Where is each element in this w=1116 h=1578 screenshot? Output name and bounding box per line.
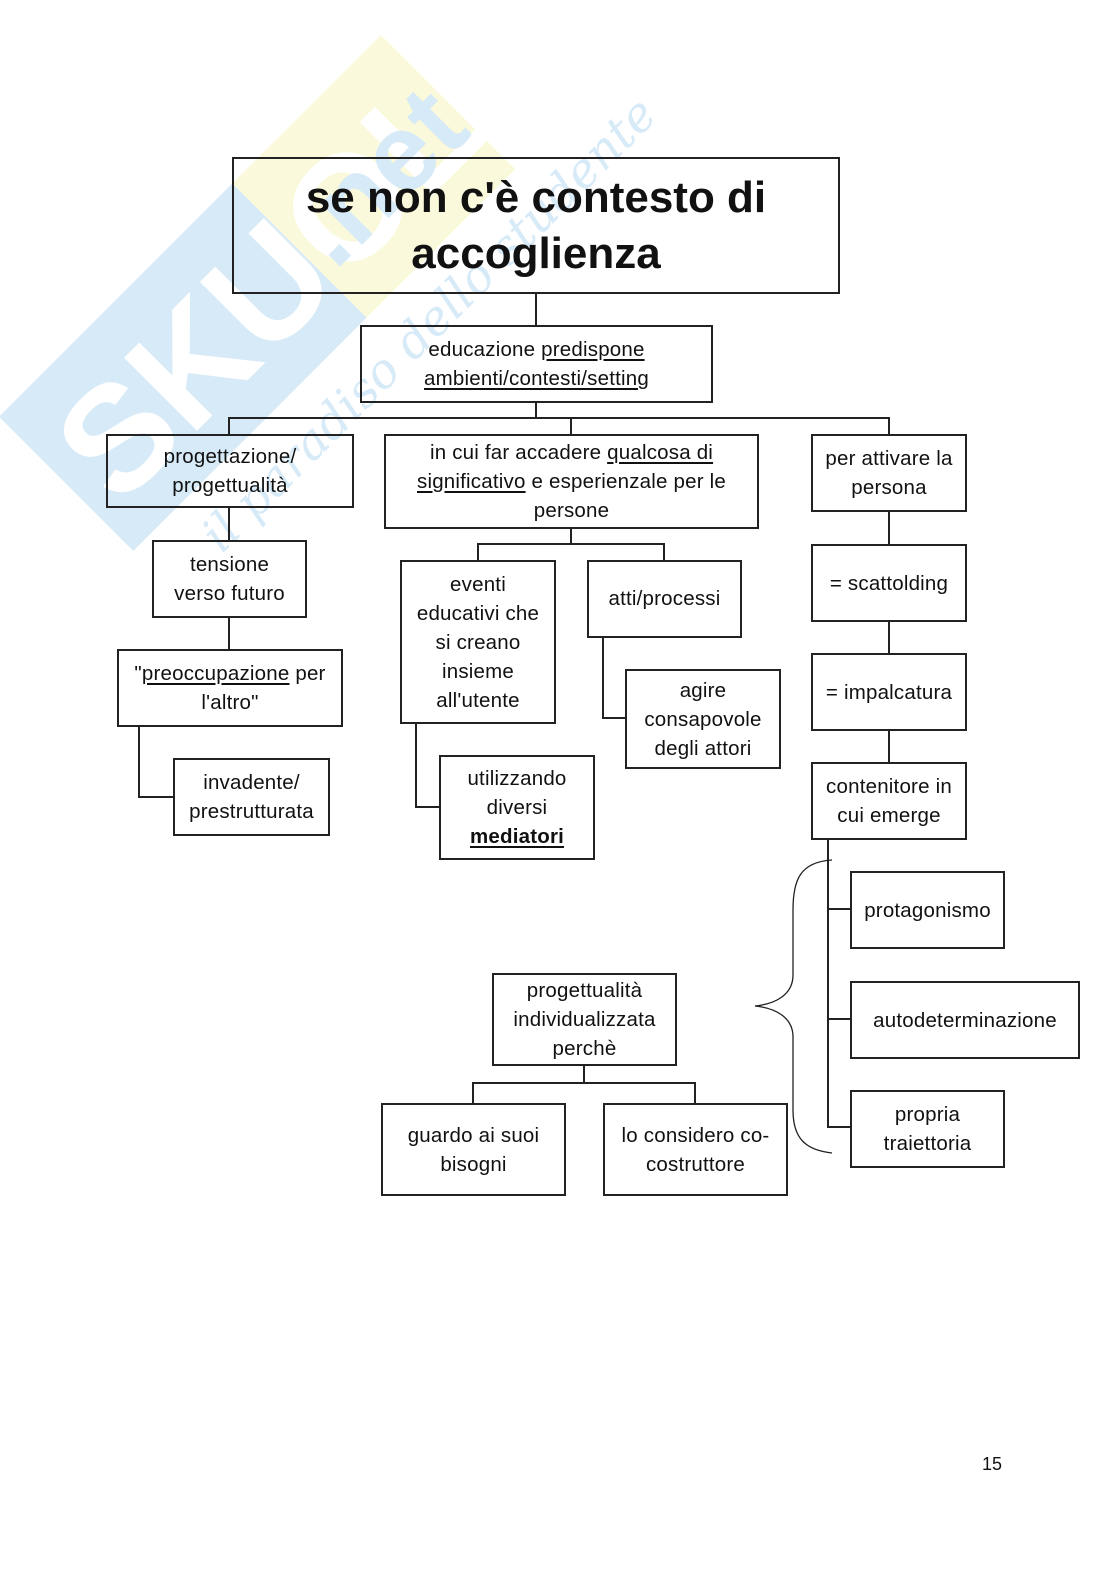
impalcatura-box: = impalcatura — [811, 653, 967, 731]
box-line: autodeterminazione — [873, 1008, 1057, 1032]
underlined-text: ambienti/contesti/setting — [424, 367, 649, 390]
box-line: cui emerge — [837, 804, 941, 827]
box-line: = impalcatura — [825, 680, 953, 704]
title-box: se non c'è contesto di accoglienza — [232, 157, 840, 294]
agire-box: agire consapovole degli attori — [625, 669, 781, 769]
title-line: accoglienza — [411, 228, 661, 278]
box-line: protagonismo — [864, 898, 991, 922]
box-line: per attivare la — [825, 447, 953, 470]
autodeterminazione-box: autodeterminazione — [850, 981, 1080, 1059]
box-line: traiettoria — [883, 1132, 972, 1155]
box-line: degli attori — [654, 736, 752, 760]
box-line: guardo ai suoi — [407, 1123, 540, 1147]
in-cui-box: in cui far accadere qualcosa di signific… — [384, 434, 759, 529]
educazione-box: educazione predispone ambienti/contesti/… — [360, 325, 713, 403]
box-line: individualizzata — [513, 1008, 656, 1031]
box-line: verso futuro — [174, 582, 285, 605]
underlined-text: qualcosa di — [607, 441, 714, 464]
box-line: si creano — [435, 630, 521, 654]
considero-box: lo considero co- costruttore — [603, 1103, 788, 1196]
box-line: progettualità — [172, 474, 288, 497]
box-line: agire — [679, 678, 727, 702]
contenitore-box: contenitore in cui emerge — [811, 762, 967, 840]
box-line: all'utente — [436, 688, 520, 712]
text: e esperienzale per le — [525, 470, 726, 493]
underlined-text: significativo — [417, 470, 526, 493]
box-line: eventi — [450, 572, 506, 596]
atti-box: atti/processi — [587, 560, 742, 638]
box-line: consapovole — [644, 707, 762, 731]
box-line: progettazione/ — [163, 445, 297, 468]
box-line: tensione — [189, 553, 270, 576]
box-line: diversi — [486, 796, 548, 819]
box-line: utilizzando — [467, 767, 567, 790]
box-line: in cui far accadere qualcosa di — [430, 438, 713, 467]
box-line: persone — [533, 499, 610, 522]
box-line: = scattolding — [829, 571, 949, 595]
utilizzando-box: utilizzando diversi mediatori — [439, 755, 595, 860]
box-line: insieme — [441, 659, 515, 683]
box-line: educativi che — [416, 601, 540, 625]
preoccupazione-box: "preoccupazione per l'altro" — [117, 649, 343, 727]
scattolding-box: = scattolding — [811, 544, 967, 622]
text: " — [134, 662, 142, 685]
box-line: significativo e esperienzale per le — [417, 467, 726, 496]
attivare-box: per attivare la persona — [811, 434, 967, 512]
box-line: invadente/ — [203, 771, 300, 794]
box-line: perchè — [552, 1037, 617, 1060]
underlined-text: predispone — [541, 338, 645, 361]
protagonismo-box: protagonismo — [850, 871, 1005, 949]
invadente-box: invadente/ prestrutturata — [173, 758, 330, 836]
box-line: atti/processi — [608, 587, 721, 610]
text: per — [289, 662, 326, 685]
text: educazione — [428, 338, 542, 361]
box-line: prestrutturata — [189, 800, 314, 823]
underlined-text: preoccupazione — [141, 662, 290, 685]
box-line: costruttore — [645, 1152, 746, 1176]
box-line: contenitore in — [826, 775, 952, 798]
page-number: 15 — [982, 1454, 1003, 1474]
box-line: persona — [851, 476, 927, 499]
text: in cui far accadere — [429, 441, 608, 464]
tensione-box: tensione verso futuro — [152, 540, 307, 618]
box-line: lo considero co- — [621, 1123, 770, 1147]
box-line: "preoccupazione per — [134, 659, 325, 688]
box-line: propria — [894, 1103, 961, 1126]
box-line: bisogni — [440, 1152, 507, 1176]
bold-underlined-text: mediatori — [469, 825, 565, 848]
progettazione-box: progettazione/ progettualità — [106, 434, 354, 508]
propria-traiettoria-box: propria traiettoria — [850, 1090, 1005, 1168]
eventi-box: eventi educativi che si creano insieme a… — [400, 560, 556, 724]
box-line: progettualità — [526, 979, 643, 1002]
box-line: l'altro" — [201, 691, 259, 714]
box-line: educazione predispone — [428, 335, 644, 364]
progettualita-individualizzata-box: progettualità individualizzata perchè — [492, 973, 677, 1066]
guardo-box: guardo ai suoi bisogni — [381, 1103, 566, 1196]
curly-brace — [754, 859, 833, 1154]
title-line: se non c'è contesto di — [305, 172, 767, 222]
